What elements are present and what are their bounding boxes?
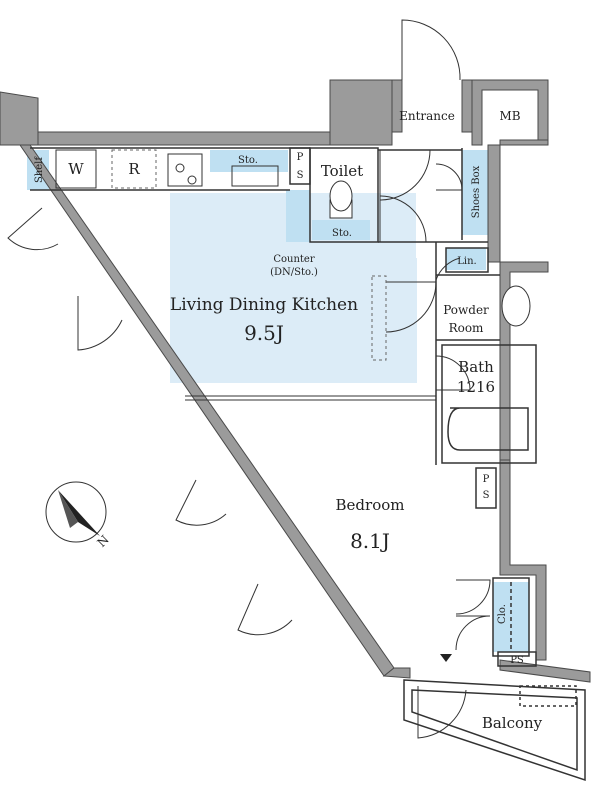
linen-label: Lin. — [457, 256, 476, 267]
door-swings — [7, 19, 491, 739]
bedroom-area-label: 8.1J — [350, 529, 390, 553]
washer-box — [55, 149, 97, 189]
ps-mid-label-p: P — [483, 474, 490, 485]
kitchen-stove-icon — [167, 153, 203, 187]
counter-dashed — [371, 275, 387, 361]
ps-bottom-label: PS — [510, 655, 524, 666]
fridge-label: R — [128, 160, 140, 178]
ldk-label: Living Dining Kitchen — [170, 295, 358, 315]
powder-room-label-1: Powder — [443, 303, 489, 317]
bedroom-label: Bedroom — [336, 496, 405, 514]
fridge-box — [111, 149, 157, 189]
ps-mid-label-s: S — [483, 490, 490, 501]
linen-fill — [446, 248, 486, 270]
toilet-fixture — [329, 180, 353, 219]
powder-room-label-2: Room — [449, 321, 484, 335]
powder-room-sink — [501, 285, 531, 327]
mb-label: MB — [499, 109, 520, 123]
ldk-floor-highlight-right — [365, 258, 417, 383]
balcony-label: Balcony — [482, 714, 543, 732]
toilet-storage-label: Sto. — [332, 228, 352, 239]
toilet-storage-fill — [312, 220, 370, 240]
interior-walls — [30, 147, 586, 782]
bath-size-label: 1216 — [457, 378, 495, 396]
closet-label: Clo. — [497, 604, 508, 624]
ps-top-label-p: P — [297, 152, 304, 163]
north-letter: N — [95, 533, 112, 550]
kitchen-storage-label: Sto. — [238, 155, 258, 166]
bath-label: Bath — [458, 358, 494, 376]
entrance-label: Entrance — [399, 109, 455, 123]
exterior-walls — [0, 79, 591, 683]
toilet-label: Toilet — [321, 162, 363, 180]
shoes-box-fill — [462, 150, 488, 235]
shelf-label: Shelf — [34, 156, 45, 183]
ldk-area-label: 9.5J — [244, 321, 284, 345]
north-arrow-icon: N — [45, 481, 112, 550]
counter-note-label: (DN/Sto.) — [270, 267, 318, 278]
ps-top-label-s: S — [297, 170, 304, 181]
kitchen-sink — [231, 165, 279, 187]
shoes-box-label: Shoes Box — [471, 165, 482, 218]
counter-label: Counter — [273, 254, 314, 265]
entrance-arrow-icon — [440, 654, 452, 662]
washer-label: W — [68, 160, 84, 178]
counter-fill — [286, 190, 310, 242]
